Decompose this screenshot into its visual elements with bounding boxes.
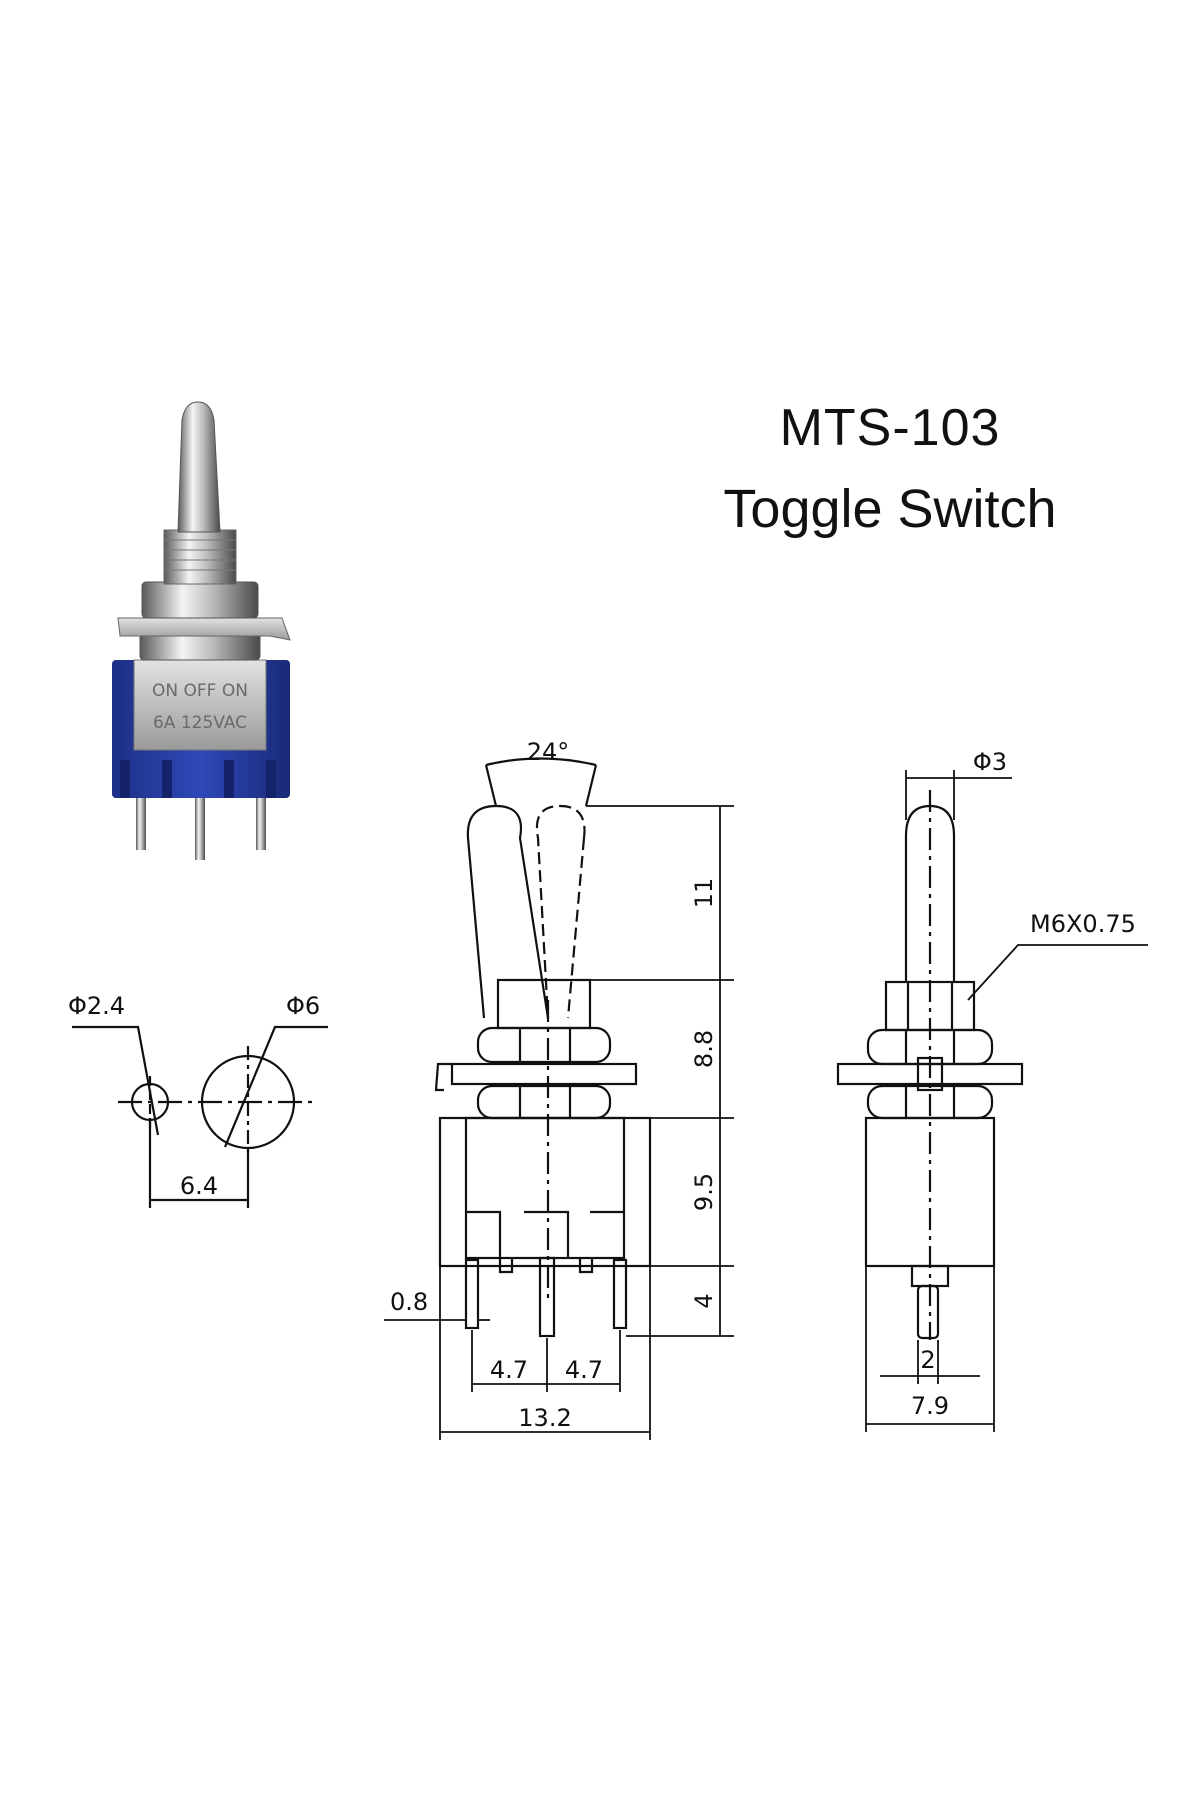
side-view-dimension-lines <box>865 770 1148 1432</box>
hole-spacing-label: 6.4 <box>180 1172 218 1200</box>
photo-pin-left <box>136 790 146 850</box>
bushing-height-label: 8.8 <box>690 1030 718 1068</box>
photo-marking-line2: 6A 125VAC <box>153 713 247 733</box>
pin-width-label: 0.8 <box>390 1288 428 1316</box>
pin-pitch-left-label: 4.7 <box>490 1356 528 1384</box>
photo-bushing <box>163 529 237 585</box>
lever-length-label: 11 <box>690 878 718 909</box>
front-lever-dashed <box>535 804 586 1019</box>
photo-metal-plate <box>133 659 267 751</box>
model-title: MTS-103 <box>779 399 1001 457</box>
angle-label: 24° <box>527 738 570 766</box>
front-view-dimension-lines <box>384 805 734 1440</box>
switch-photo: ON OFF ON 6A 125VAC <box>112 401 291 860</box>
front-view-drawing <box>434 757 652 1338</box>
thread-label: M6X0.75 <box>1030 910 1136 938</box>
front-lever-solid <box>466 804 550 1019</box>
product-name: Toggle Switch <box>723 479 1057 539</box>
small-hole-label: Φ2.4 <box>68 992 125 1020</box>
large-hole-label: Φ6 <box>286 992 320 1020</box>
pin-side-width-label: 2 <box>920 1346 935 1374</box>
photo-marking-line1: ON OFF ON <box>152 681 248 701</box>
body-depth-label: 7.9 <box>911 1392 949 1420</box>
photo-pin-right <box>256 790 266 850</box>
body-height-label: 9.5 <box>690 1173 718 1211</box>
pin-length-label: 4 <box>690 1293 718 1308</box>
lever-diameter-label: Φ3 <box>973 748 1007 776</box>
photo-lever <box>177 401 221 533</box>
side-view-drawing <box>836 790 1024 1340</box>
body-width-label: 13.2 <box>518 1404 571 1432</box>
photo-pin-center <box>195 790 205 860</box>
pin-pitch-right-label: 4.7 <box>565 1356 603 1384</box>
mounting-hole-drawing <box>72 1025 328 1208</box>
photo-nut <box>141 581 259 619</box>
